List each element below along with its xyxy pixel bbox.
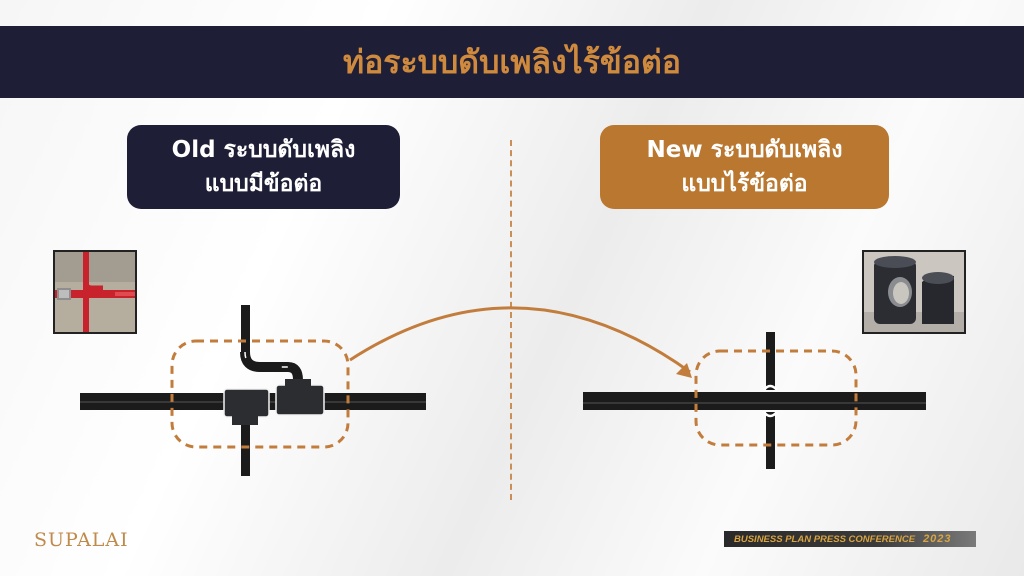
old-label-line1: Old ระบบดับเพลิง xyxy=(171,137,356,163)
transition-arrow xyxy=(349,306,691,374)
footer-year: 2023 xyxy=(923,533,952,545)
old-system-label: Old ระบบดับเพลิง แบบมีข้อต่อ xyxy=(127,125,400,209)
supalai-logo: SUPALAI xyxy=(34,529,129,551)
red-fire-pipe-icon xyxy=(55,252,135,332)
slide-title: ท่อระบบดับเพลิงไร้ข้อต่อ xyxy=(342,42,682,81)
old-pipe-assembly xyxy=(80,305,426,476)
title-bar: ท่อระบบดับเพลิงไร้ข้อต่อ xyxy=(0,26,1024,98)
new-system-label: New ระบบดับเพลิง แบบไร้ข้อต่อ xyxy=(600,125,889,209)
black-pipe-fittings-icon xyxy=(864,252,964,332)
new-joint-highlight xyxy=(694,349,858,447)
center-divider xyxy=(510,140,512,500)
new-pipe-assembly xyxy=(583,332,926,469)
old-label-line2: แบบมีข้อต่อ xyxy=(204,171,323,197)
new-label-line2: แบบไร้ข้อต่อ xyxy=(681,171,808,197)
new-label-line1: New ระบบดับเพลิง xyxy=(646,137,843,163)
event-footer: BUSINESS PLAN PRESS CONFERENCE 2023 xyxy=(724,531,976,547)
old-pipe-photo xyxy=(53,250,137,334)
new-pipe-photo xyxy=(862,250,966,334)
footer-event: BUSINESS PLAN PRESS CONFERENCE xyxy=(734,533,916,545)
old-joint-highlight xyxy=(170,339,350,449)
